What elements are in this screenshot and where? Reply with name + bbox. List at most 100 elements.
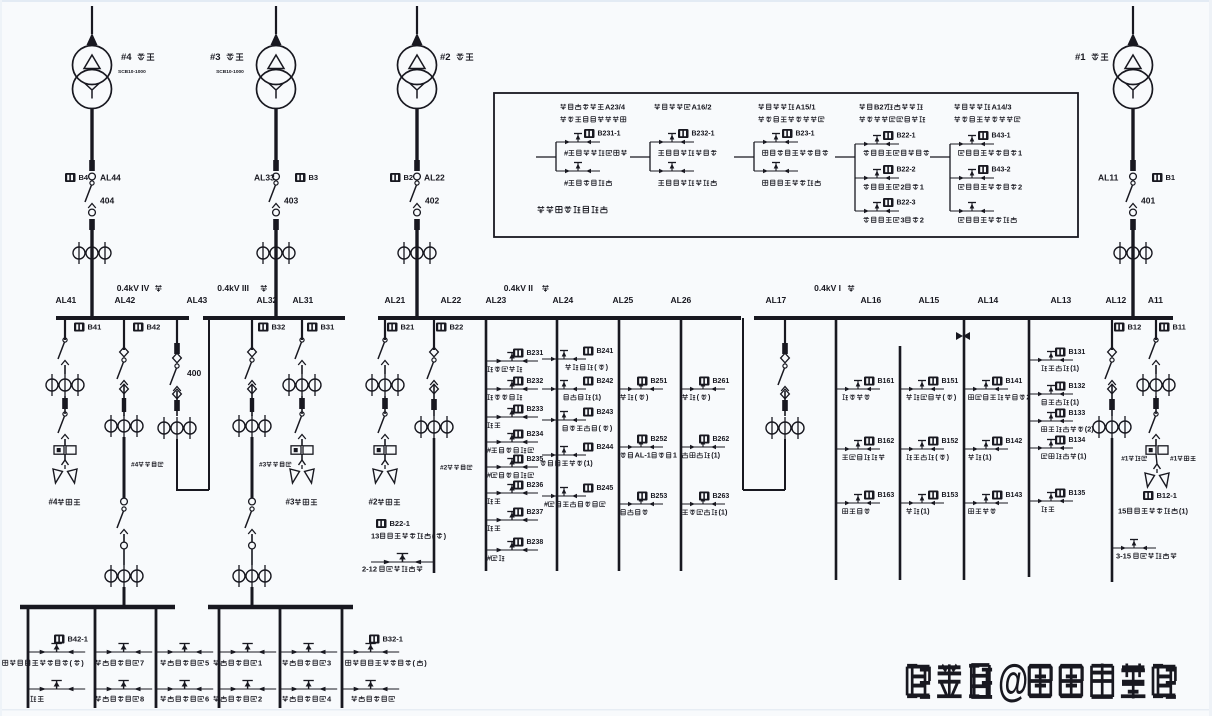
svg-text:B262: B262 <box>713 436 730 443</box>
svg-text:0.4kV I: 0.4kV I <box>814 283 841 293</box>
svg-text:(: ( <box>70 658 73 667</box>
svg-text:): ) <box>708 393 711 402</box>
svg-text:AL25: AL25 <box>613 295 634 305</box>
svg-text:AL24: AL24 <box>553 295 574 305</box>
svg-text:B232: B232 <box>527 378 544 385</box>
svg-text:3-15: 3-15 <box>1116 551 1131 560</box>
svg-text:): ) <box>646 393 649 402</box>
svg-text:(1): (1) <box>1078 452 1087 461</box>
svg-text:2: 2 <box>258 694 262 703</box>
svg-text:(: ( <box>432 531 435 540</box>
svg-text:A15/1: A15/1 <box>796 102 816 111</box>
svg-text:B2: B2 <box>404 173 414 182</box>
svg-text:3: 3 <box>327 658 331 667</box>
svg-text:B27: B27 <box>874 102 888 111</box>
svg-text:(1): (1) <box>1070 364 1079 373</box>
svg-text:A23/4: A23/4 <box>605 102 626 111</box>
svg-text:#3: #3 <box>286 498 295 507</box>
svg-text:B238: B238 <box>527 539 544 546</box>
svg-text:AL32: AL32 <box>257 295 278 305</box>
svg-text:#2: #2 <box>440 465 448 472</box>
svg-text:(1): (1) <box>584 459 593 468</box>
svg-text:B243: B243 <box>597 409 614 416</box>
svg-text:403: 403 <box>284 196 298 206</box>
svg-text:): ) <box>424 658 427 667</box>
svg-text:B161: B161 <box>878 378 895 385</box>
svg-text:#4: #4 <box>49 498 58 507</box>
svg-text:(: ( <box>943 393 946 402</box>
svg-text:SCB10-1000: SCB10-1000 <box>216 69 244 75</box>
svg-text:3: 3 <box>901 215 905 224</box>
svg-text:(: ( <box>413 658 416 667</box>
svg-text:B235: B235 <box>527 456 544 463</box>
svg-text:B4: B4 <box>79 173 89 182</box>
svg-text:B142: B142 <box>1006 438 1023 445</box>
svg-text:(1): (1) <box>719 508 728 517</box>
svg-text:A11: A11 <box>1148 295 1163 305</box>
svg-text:(: ( <box>935 453 938 462</box>
svg-text:2: 2 <box>1018 182 1022 191</box>
svg-text:B245: B245 <box>597 485 614 492</box>
svg-text:B31: B31 <box>321 322 335 331</box>
svg-text:#1: #1 <box>1121 456 1129 463</box>
svg-text:B233: B233 <box>527 406 544 413</box>
svg-text:B135: B135 <box>1069 490 1086 497</box>
svg-text:A16/2: A16/2 <box>692 102 712 111</box>
svg-text:(: ( <box>635 393 638 402</box>
svg-text:B11: B11 <box>1173 322 1186 331</box>
svg-text:B21: B21 <box>401 322 415 331</box>
svg-text:B43-1: B43-1 <box>992 132 1011 139</box>
svg-text:#: # <box>487 471 491 480</box>
svg-text:4: 4 <box>327 694 332 703</box>
svg-text:B236: B236 <box>527 482 544 489</box>
svg-text:AL42: AL42 <box>115 295 136 305</box>
svg-text:404: 404 <box>100 196 114 206</box>
svg-text:@: @ <box>998 656 1028 706</box>
svg-text:400: 400 <box>187 368 201 378</box>
svg-text:AL11: AL11 <box>1098 173 1119 183</box>
svg-text:B261: B261 <box>713 378 730 385</box>
svg-text:B43-2: B43-2 <box>992 166 1011 173</box>
svg-text:SCB10-1000: SCB10-1000 <box>118 69 146 75</box>
svg-text:B153: B153 <box>942 492 959 499</box>
svg-text:): ) <box>606 363 609 372</box>
svg-text:AL22: AL22 <box>441 295 462 305</box>
svg-text:B141: B141 <box>1006 378 1023 385</box>
svg-text:#3: #3 <box>259 462 267 469</box>
svg-text:AL44: AL44 <box>100 173 121 183</box>
svg-text:B22-1: B22-1 <box>390 519 410 528</box>
svg-text:AL15: AL15 <box>919 295 940 305</box>
svg-text:B41: B41 <box>88 322 102 331</box>
svg-text:0.4kV IV: 0.4kV IV <box>117 283 150 293</box>
svg-text:): ) <box>954 393 957 402</box>
svg-text:B132: B132 <box>1069 383 1086 390</box>
svg-text:#: # <box>487 554 491 563</box>
svg-text:B1: B1 <box>1166 173 1176 182</box>
svg-text:401: 401 <box>1141 196 1155 206</box>
svg-text:#: # <box>564 178 569 187</box>
svg-text:B22-2: B22-2 <box>897 166 916 173</box>
svg-text:AL26: AL26 <box>671 295 692 305</box>
svg-text:1: 1 <box>1018 148 1022 157</box>
svg-text:AL31: AL31 <box>293 295 314 305</box>
svg-text:): ) <box>610 424 613 433</box>
svg-text:AL41: AL41 <box>56 295 77 305</box>
svg-text:B42-1: B42-1 <box>68 634 88 643</box>
svg-text:(1): (1) <box>711 451 720 460</box>
svg-text:AL-1: AL-1 <box>635 451 651 460</box>
svg-text:#1: #1 <box>1075 52 1086 63</box>
svg-text:AL13: AL13 <box>1051 295 1072 305</box>
svg-text:B231: B231 <box>527 350 544 357</box>
svg-text:AL33: AL33 <box>254 173 275 183</box>
svg-text:8: 8 <box>140 694 144 703</box>
svg-text:1: 1 <box>920 182 924 191</box>
svg-text:#3: #3 <box>210 52 221 63</box>
svg-text:B22-1: B22-1 <box>897 132 916 139</box>
svg-text:B237: B237 <box>527 509 544 516</box>
svg-text:0.4kV III: 0.4kV III <box>217 283 249 293</box>
svg-text:(1): (1) <box>1179 506 1189 515</box>
svg-text:B234: B234 <box>527 431 544 438</box>
svg-text:): ) <box>81 658 84 667</box>
svg-text:B252: B252 <box>651 436 668 443</box>
svg-text:B242: B242 <box>597 378 614 385</box>
